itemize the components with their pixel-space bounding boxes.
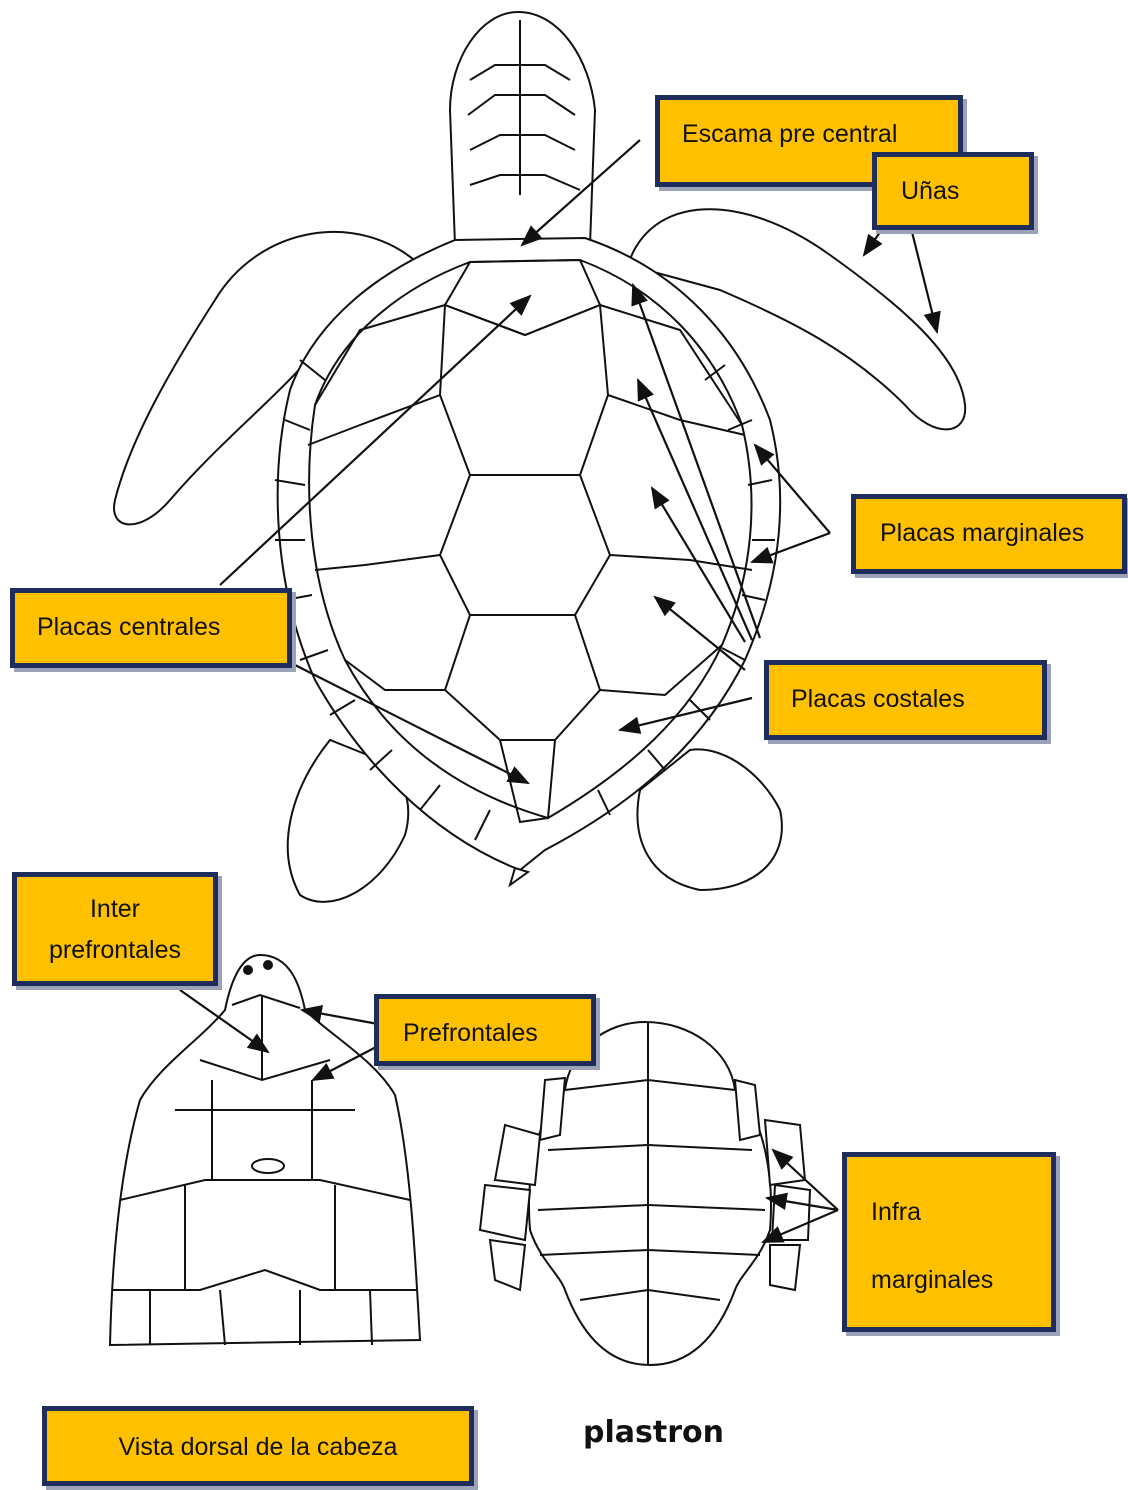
label-prefrontales: Prefrontales xyxy=(374,994,596,1066)
label-inter-prefrontales: Inter prefrontales xyxy=(12,872,218,986)
label-prefrontales-text: Prefrontales xyxy=(403,1013,591,1053)
label-placas-centrales: Placas centrales xyxy=(10,588,292,668)
plastron-outline xyxy=(529,1022,771,1365)
label-vista-dorsal-text: Vista dorsal de la cabeza xyxy=(47,1427,469,1467)
label-infra-marginales: Infra marginales xyxy=(842,1152,1056,1332)
label-infra-marginales-line2: marginales xyxy=(871,1247,1051,1315)
tail xyxy=(510,868,528,885)
head xyxy=(450,12,595,245)
label-inter-prefrontales-line2: prefrontales xyxy=(17,930,213,971)
arrow-unas-2 xyxy=(912,232,937,332)
label-unas: Uñas xyxy=(872,152,1034,230)
label-vista-dorsal: Vista dorsal de la cabeza xyxy=(42,1406,474,1486)
label-escama-pre-central-text: Escama pre central xyxy=(682,114,958,154)
label-infra-marginales-line1: Infra xyxy=(871,1179,1051,1247)
plastron-caption: plastron xyxy=(583,1415,724,1450)
label-placas-costales: Placas costales xyxy=(764,660,1047,740)
label-placas-marginales: Placas marginales xyxy=(851,494,1127,574)
label-placas-costales-text: Placas costales xyxy=(791,679,1042,719)
label-unas-text: Uñas xyxy=(901,171,1029,211)
label-inter-prefrontales-line1: Inter xyxy=(17,889,213,930)
plastron-view xyxy=(480,1022,810,1365)
label-placas-marginales-text: Placas marginales xyxy=(880,513,1122,553)
label-placas-centrales-text: Placas centrales xyxy=(37,607,287,647)
